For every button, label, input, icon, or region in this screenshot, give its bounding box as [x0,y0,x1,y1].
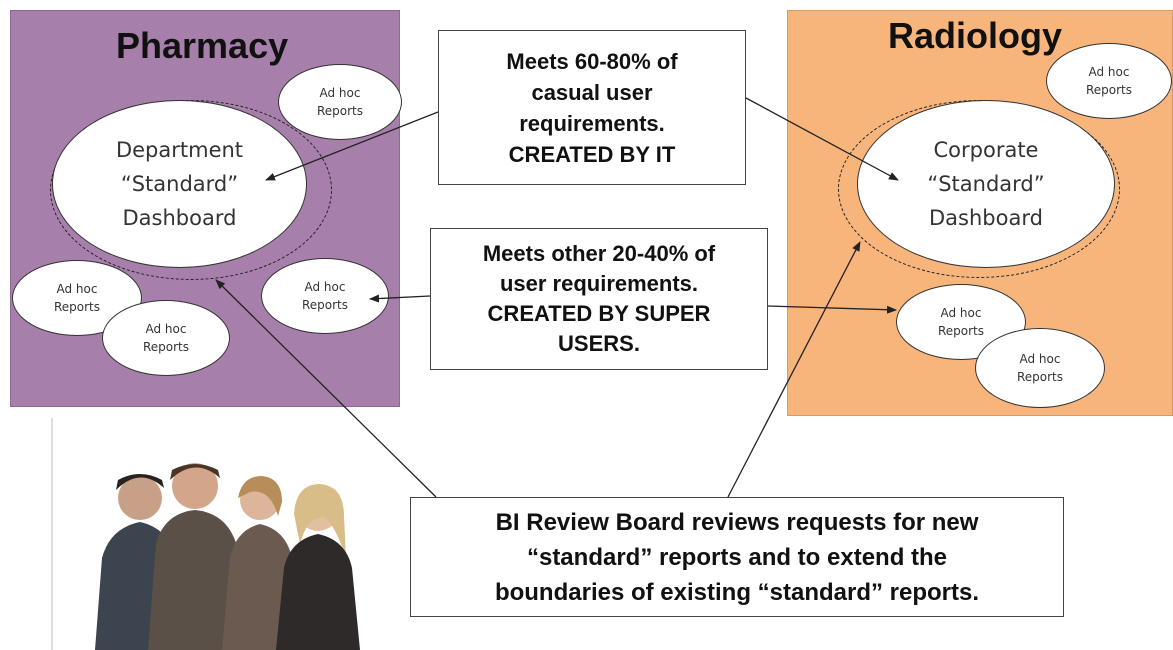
arrow-it-to-pharmacy-dashboard [265,111,439,181]
pharmacy-title: Pharmacy [116,25,289,66]
person-2 [148,463,242,650]
arrow-it-to-corporate-dashboard [745,97,899,181]
person-4 [276,484,360,650]
arrow-super-to-pharmacy-adhoc [369,294,431,303]
business-team-photo [50,418,395,650]
arrow-board-to-corporate-dashboard [727,241,861,498]
review-board-callout-box: BI Review Board reviews requests for new… [410,497,1064,617]
pharmacy-standard-dashboard: Department“Standard”Dashboard [52,100,307,268]
radiology-title: Radiology [888,15,1063,56]
radiology-standard-dashboard: Corporate“Standard”Dashboard [857,100,1115,268]
arrow-super-to-radiology-adhoc [767,305,897,314]
arrow-board-to-pharmacy-dashboard [215,279,437,498]
